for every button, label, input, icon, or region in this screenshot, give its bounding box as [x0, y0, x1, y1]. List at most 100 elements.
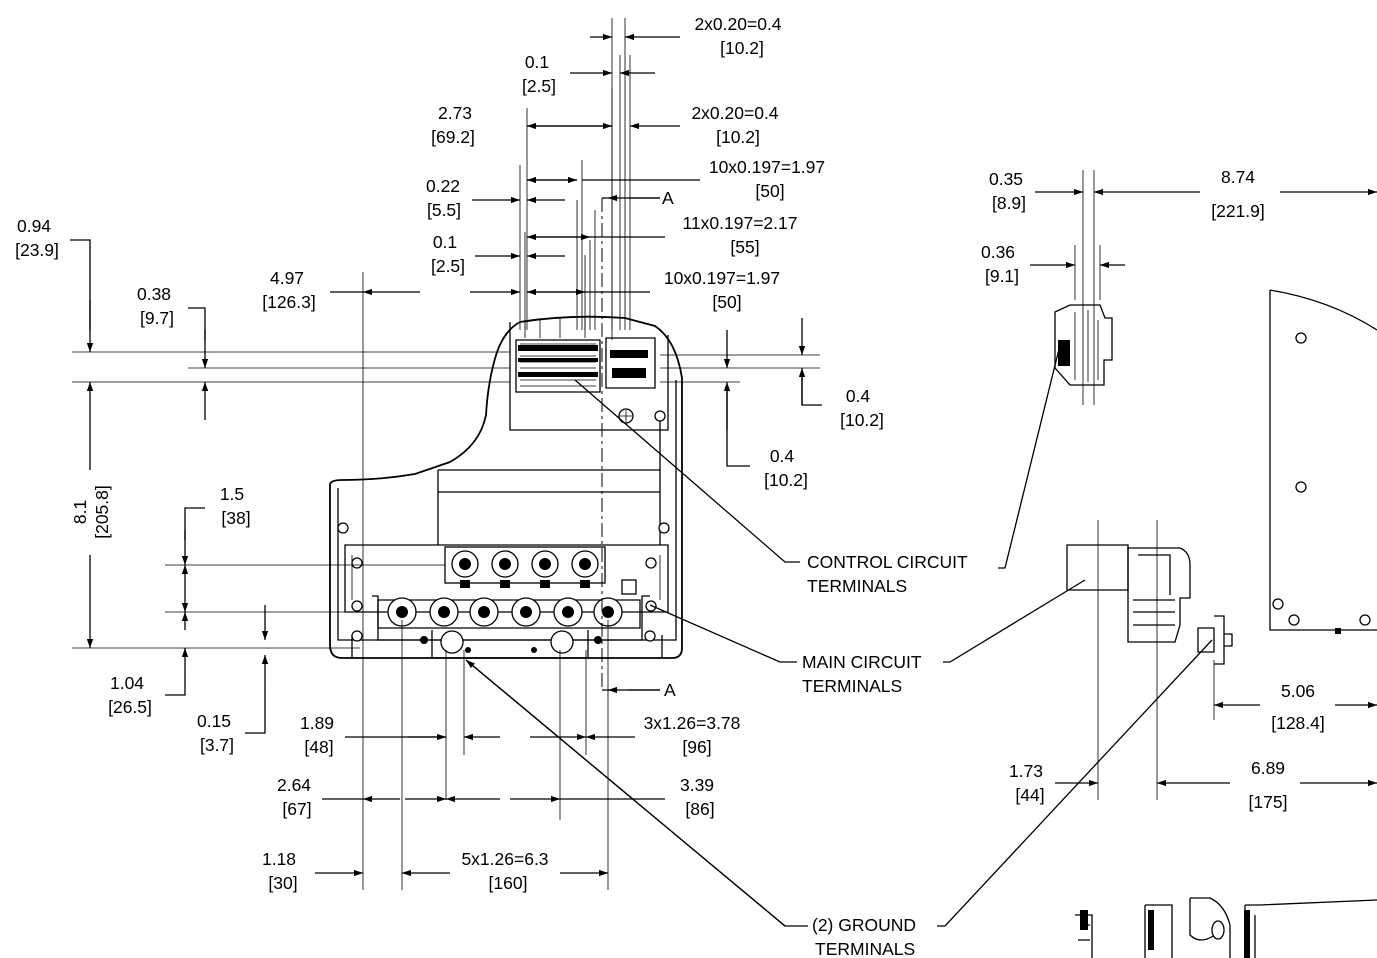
svg-text:[9.7]: [9.7]	[140, 308, 174, 328]
section-mark-top: A	[662, 188, 674, 208]
dim-8-1: 8.1 [205.8]	[70, 382, 112, 648]
svg-text:5x1.26=6.3: 5x1.26=6.3	[461, 849, 548, 869]
section-mark-bottom: A	[664, 680, 676, 700]
svg-text:[2.5]: [2.5]	[431, 256, 465, 276]
svg-text:[5.5]: [5.5]	[427, 200, 461, 220]
dim-4-97: 4.97 [126.3]	[262, 268, 520, 312]
svg-text:[10.2]: [10.2]	[840, 410, 884, 430]
svg-text:[96]: [96]	[682, 737, 711, 757]
main-terminal-upper-row	[444, 546, 637, 595]
ground-label-line2: TERMINALS	[815, 939, 915, 958]
svg-text:[221.9]: [221.9]	[1211, 201, 1265, 221]
svg-text:[26.5]: [26.5]	[108, 697, 152, 717]
svg-text:[2.5]: [2.5]	[522, 76, 556, 96]
svg-text:0.4: 0.4	[770, 446, 795, 466]
dim-0-94: 0.94 [23.9]	[15, 216, 94, 352]
dim-0-22: 0.22 [5.5]	[426, 176, 565, 220]
svg-text:1.04: 1.04	[110, 673, 144, 693]
svg-text:[38]: [38]	[221, 508, 250, 528]
svg-text:[50]: [50]	[712, 292, 741, 312]
svg-text:[10.2]: [10.2]	[716, 127, 760, 147]
dim-0-35: 0.35 [8.9] 8.74 [221.9]	[989, 167, 1377, 221]
front-view: A A	[329, 188, 683, 700]
dim-10x0197-a: 10x0.197=1.97 [50]	[527, 157, 825, 201]
side-view	[1054, 170, 1377, 958]
svg-text:2.73: 2.73	[438, 103, 472, 123]
main-circuit-label-line2: TERMINALS	[802, 676, 902, 696]
dim-11x0197: 11x0.197=2.17 [55]	[527, 213, 798, 257]
svg-text:5.06: 5.06	[1281, 681, 1315, 701]
dim-2-64: 2.64 [67] 3.39 [86]	[277, 775, 715, 819]
svg-text:1.5: 1.5	[220, 484, 244, 504]
svg-text:[8.9]: [8.9]	[992, 193, 1026, 213]
dim-0-36: 0.36 [9.1]	[981, 242, 1125, 286]
svg-text:0.35: 0.35	[989, 169, 1023, 189]
dim-2-73: 2.73 [69.2] 2x0.20=0.4 [10.2]	[431, 103, 779, 147]
svg-text:0.94: 0.94	[17, 216, 51, 236]
svg-text:0.38: 0.38	[137, 284, 171, 304]
svg-text:0.4: 0.4	[846, 386, 871, 406]
svg-text:[175]: [175]	[1249, 792, 1288, 812]
svg-text:[3.7]: [3.7]	[200, 735, 234, 755]
drive-body-outline	[329, 315, 683, 659]
dim-0-4-right-upper: 0.4 [10.2]	[798, 318, 884, 430]
svg-text:[10.2]: [10.2]	[720, 38, 764, 58]
svg-text:[50]: [50]	[755, 181, 784, 201]
svg-text:[126.3]: [126.3]	[262, 292, 316, 312]
svg-text:[55]: [55]	[730, 237, 759, 257]
svg-text:[86]: [86]	[685, 799, 714, 819]
svg-text:1.73: 1.73	[1009, 761, 1043, 781]
svg-text:8.1: 8.1	[70, 500, 90, 524]
main-circuit-label-line1: MAIN CIRCUIT	[802, 652, 922, 672]
callout-control-circuit: CONTROL CIRCUIT TERMINALS	[574, 344, 1061, 596]
svg-text:6.89: 6.89	[1251, 758, 1285, 778]
svg-text:3.39: 3.39	[680, 775, 714, 795]
dim-1-73: 1.73 [44] 6.89 [175]	[1009, 758, 1377, 812]
svg-text:[44]: [44]	[1015, 785, 1044, 805]
svg-text:[67]: [67]	[282, 799, 311, 819]
control-circuit-label-line2: TERMINALS	[807, 576, 907, 596]
svg-text:0.22: 0.22	[426, 176, 460, 196]
extension-lines	[72, 18, 820, 890]
dim-top-2x020: 2x0.20=0.4 [10.2]	[590, 14, 782, 58]
svg-text:0.15: 0.15	[197, 711, 231, 731]
dim-5-06: 5.06 [128.4]	[1214, 681, 1377, 733]
ground-label-line1: (2) GROUND	[812, 915, 916, 935]
dim-1-18: 1.18 [30] 5x1.26=6.3 [160]	[262, 849, 608, 893]
svg-text:0.1: 0.1	[525, 52, 549, 72]
svg-text:1.89: 1.89	[300, 713, 334, 733]
svg-text:11x0.197=2.17: 11x0.197=2.17	[683, 213, 798, 233]
svg-text:4.97: 4.97	[270, 268, 304, 288]
callout-main-circuit: MAIN CIRCUIT TERMINALS	[649, 579, 1086, 696]
svg-text:[10.2]: [10.2]	[764, 470, 808, 490]
svg-text:[69.2]: [69.2]	[431, 127, 475, 147]
callout-ground: (2) GROUND TERMINALS	[465, 639, 1213, 958]
svg-text:[9.1]: [9.1]	[985, 266, 1019, 286]
svg-text:1.18: 1.18	[262, 849, 296, 869]
svg-text:[205.8]: [205.8]	[92, 485, 112, 539]
svg-text:2x0.20=0.4: 2x0.20=0.4	[694, 14, 781, 34]
svg-text:[48]: [48]	[304, 737, 333, 757]
dim-1-89: 1.89 [48] 3x1.26=3.78 [96]	[300, 713, 740, 757]
dim-0-1-lower: 0.1 [2.5]	[431, 232, 565, 276]
svg-text:8.74: 8.74	[1221, 167, 1255, 187]
control-circuit-label-line1: CONTROL CIRCUIT	[807, 552, 968, 572]
svg-text:[23.9]: [23.9]	[15, 240, 59, 260]
svg-text:10x0.197=1.97: 10x0.197=1.97	[709, 157, 825, 177]
dim-1-5: 1.5 [38] 1.04 [26.5]	[108, 484, 251, 717]
svg-text:2x0.20=0.4: 2x0.20=0.4	[691, 103, 778, 123]
dim-10x0197-b: 10x0.197=1.97 [50]	[527, 268, 780, 312]
svg-text:0.1: 0.1	[433, 232, 457, 252]
svg-text:[30]: [30]	[268, 873, 297, 893]
dim-0-38: 0.38 [9.7]	[137, 284, 209, 420]
main-terminal-lower-row	[372, 595, 650, 641]
dim-0-1-upper: 0.1 [2.5]	[522, 52, 655, 96]
svg-text:[160]: [160]	[489, 873, 528, 893]
ground-terminals	[420, 630, 602, 659]
svg-text:2.64: 2.64	[277, 775, 311, 795]
svg-text:0.36: 0.36	[981, 242, 1015, 262]
svg-text:3x1.26=3.78: 3x1.26=3.78	[644, 713, 741, 733]
svg-text:10x0.197=1.97: 10x0.197=1.97	[664, 268, 780, 288]
svg-text:[128.4]: [128.4]	[1271, 713, 1325, 733]
